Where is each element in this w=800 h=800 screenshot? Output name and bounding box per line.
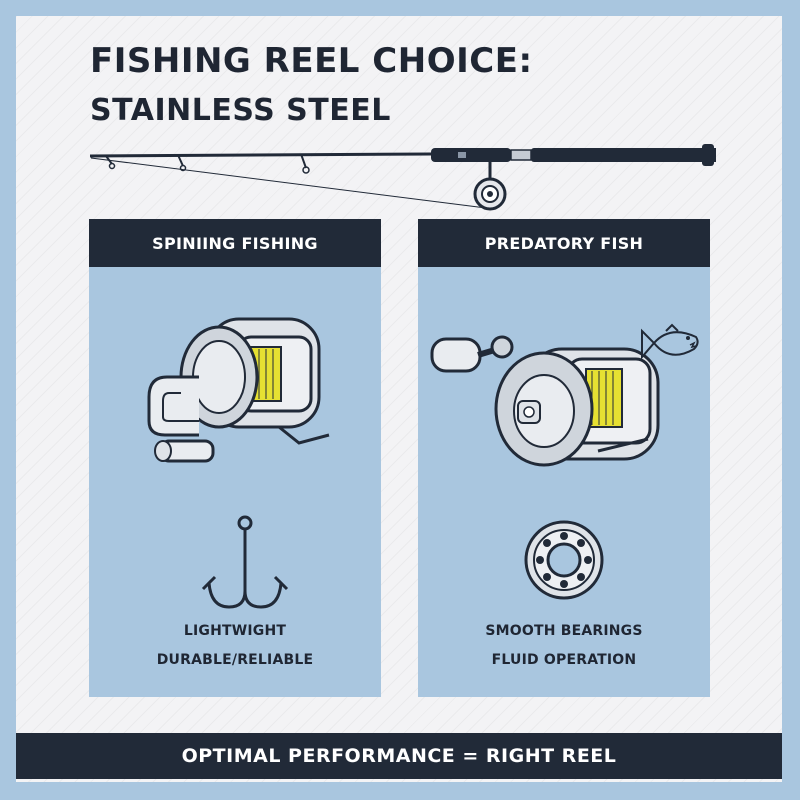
panel-features: SMOOTH BEARINGS FLUID OPERATION (418, 617, 710, 675)
feature-line-1: LIGHTWIGHT (183, 623, 287, 639)
title-line-1: FISHING REEL CHOICE: (90, 41, 533, 81)
feature-line-2: FLUID OPERATION (491, 652, 637, 668)
treble-hook-icon (201, 515, 289, 609)
feature-line-1: SMOOTH BEARINGS (485, 623, 643, 639)
panel-heading: SPINIING FISHING (89, 219, 381, 267)
infographic-card: FISHING REEL CHOICE: STAINLESS STEEL SPI… (16, 16, 782, 782)
spinning-fishing-panel: SPINIING FISHING LI (89, 219, 381, 697)
fish-icon (641, 323, 699, 360)
title-line-2: STAINLESS STEEL (90, 93, 391, 128)
page-title: FISHING REEL CHOICE: STAINLESS STEEL (90, 36, 533, 136)
ball-bearing-icon (524, 520, 604, 600)
panel-features: LIGHTWIGHT DURABLE/RELIABLE (89, 617, 381, 675)
panel-heading: PREDATORY FISH (418, 219, 710, 267)
spinning-reel-icon (147, 317, 330, 463)
footer-banner: OPTIMAL PERFORMANCE = RIGHT REEL (16, 733, 782, 779)
baitcasting-reel-icon (430, 335, 660, 467)
fishing-rod-icon (89, 144, 716, 211)
predatory-fish-panel: PREDATORY FISH (418, 219, 710, 697)
feature-line-2: DURABLE/RELIABLE (156, 652, 314, 668)
